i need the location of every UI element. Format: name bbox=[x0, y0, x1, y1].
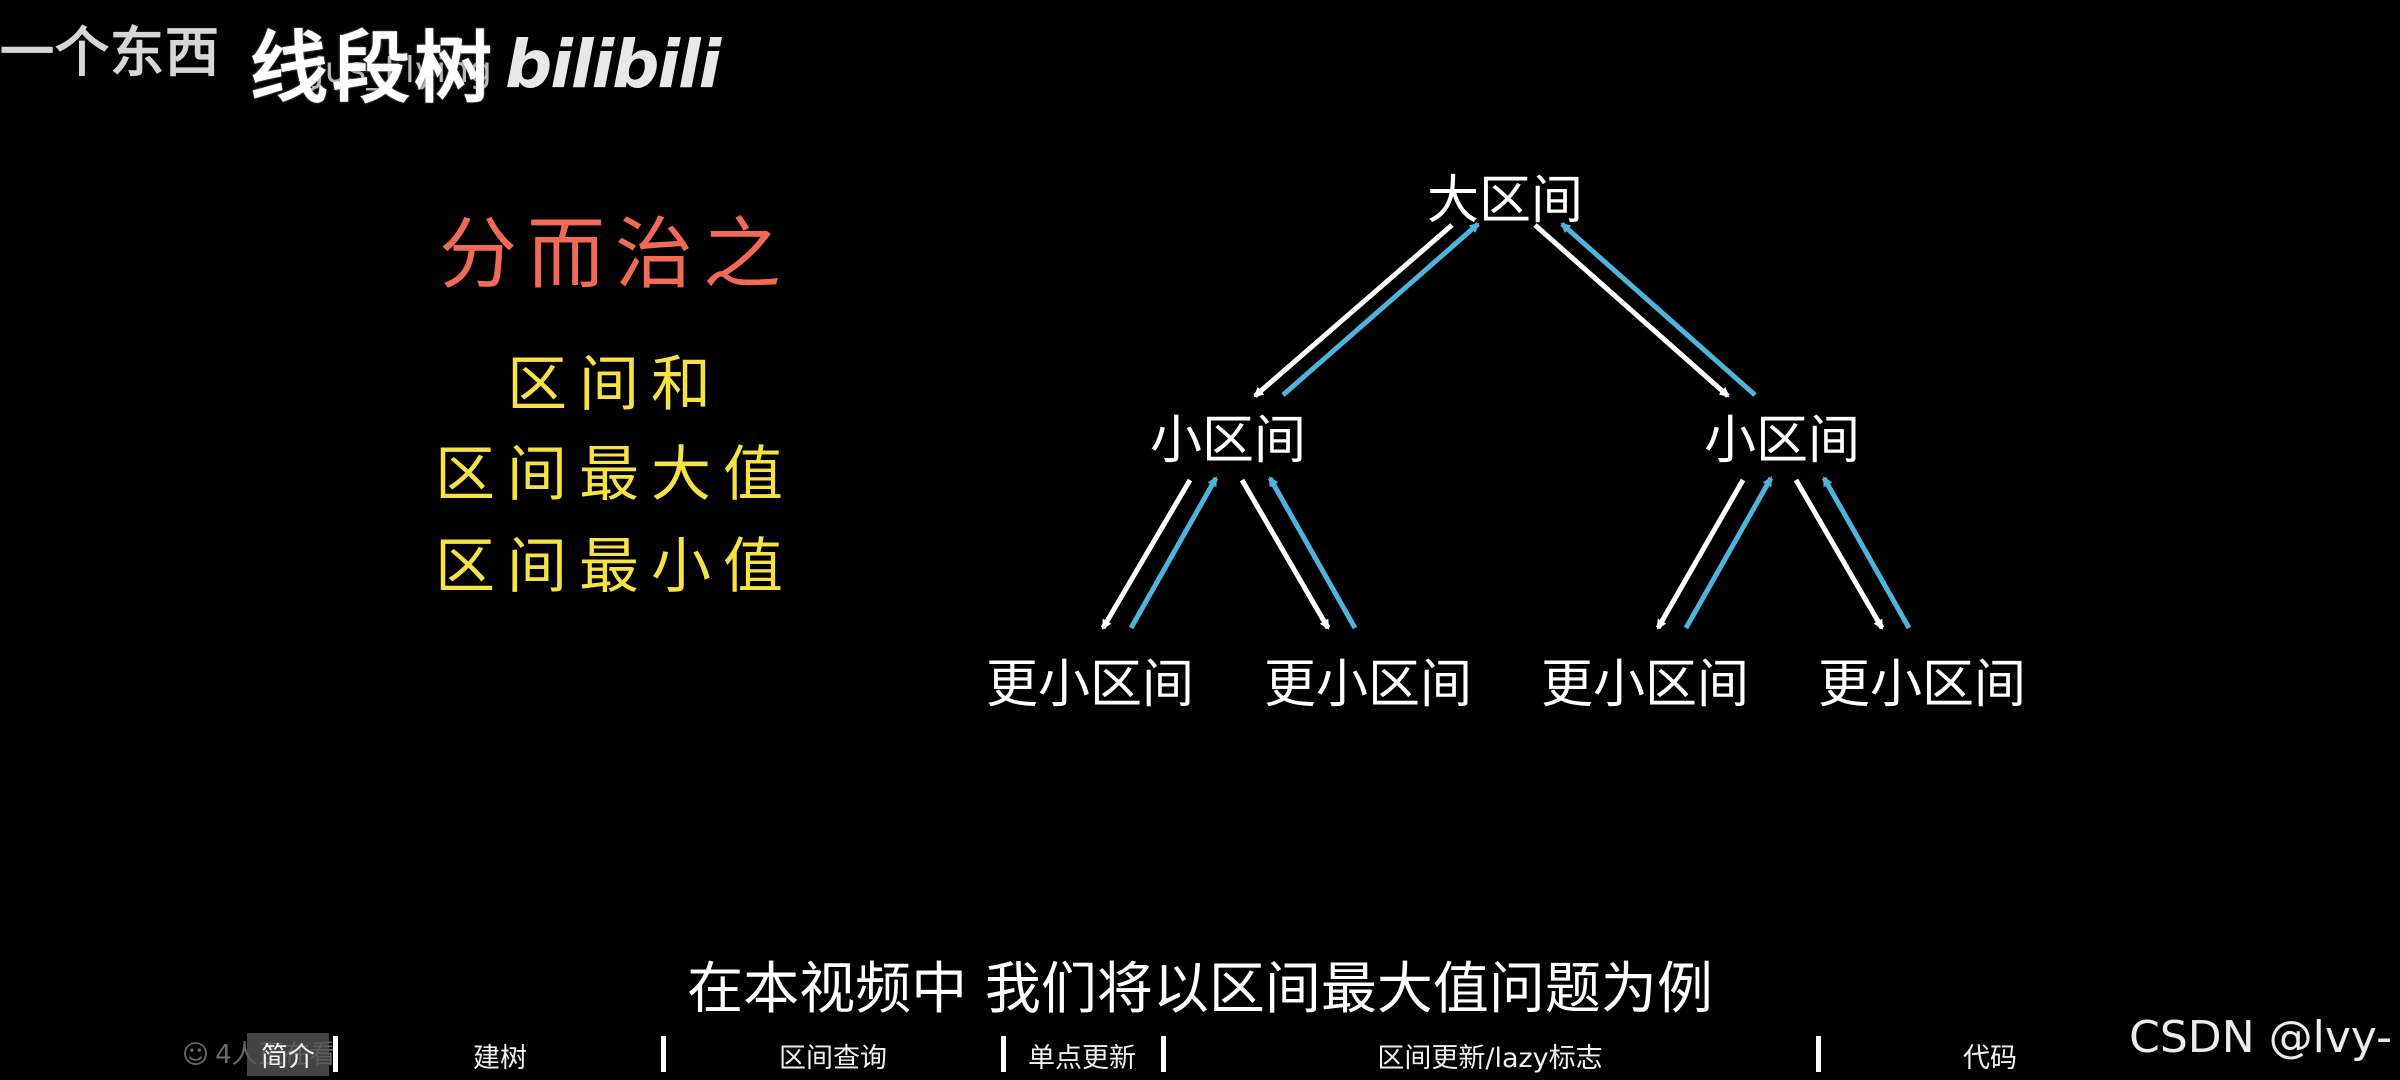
concept-heading: 分而治之 bbox=[438, 210, 791, 300]
split-arrow-down bbox=[1655, 478, 1746, 630]
concept-item-range-max: 区间最大值 bbox=[435, 440, 795, 510]
merge-arrow-up bbox=[1821, 476, 1912, 630]
bilibili-logo: bilibili bbox=[505, 26, 721, 103]
tree-leaf-3: 更小区间 bbox=[1540, 655, 1750, 715]
people-icon: ☺ bbox=[182, 1040, 210, 1070]
split-arrow-down bbox=[1253, 223, 1454, 398]
chapter-code[interactable]: 代码 bbox=[1963, 1043, 2017, 1074]
top-left-caption-fragment: 一个东西 bbox=[0, 21, 220, 84]
chapter-divider bbox=[333, 1036, 338, 1072]
tree-node-root: 大区间 bbox=[1426, 171, 1584, 231]
chapter-point-update[interactable]: 单点更新 bbox=[1028, 1043, 1136, 1074]
split-arrow-down bbox=[1793, 478, 1885, 630]
merge-arrow-up bbox=[1281, 222, 1480, 397]
tree-node-left-child: 小区间 bbox=[1149, 411, 1307, 471]
concept-item-range-sum: 区间和 bbox=[507, 350, 723, 420]
csdn-watermark: CSDN @lvy- bbox=[2129, 1012, 2392, 1063]
chapter-range-update-lazy[interactable]: 区间更新/lazy标志 bbox=[1377, 1043, 1603, 1074]
tree-leaf-4: 更小区间 bbox=[1817, 655, 2027, 715]
merge-arrow-up bbox=[1683, 476, 1774, 630]
video-title: 线段树 bbox=[250, 23, 497, 114]
chapter-intro[interactable]: 简介 bbox=[247, 1033, 329, 1076]
chapter-divider bbox=[1161, 1036, 1166, 1072]
tree-leaf-1: 更小区间 bbox=[985, 655, 1195, 715]
chapter-progress-bar[interactable] bbox=[0, 1030, 2400, 1080]
tree-node-right-child: 小区间 bbox=[1703, 411, 1861, 471]
chapter-divider bbox=[1001, 1036, 1006, 1072]
video-subtitle: 在本视频中 我们将以区间最大值问题为例 bbox=[687, 957, 1713, 1022]
chapter-range-query[interactable]: 区间查询 bbox=[779, 1043, 887, 1074]
tree-leaf-2: 更小区间 bbox=[1263, 655, 1473, 715]
split-arrow-down bbox=[1239, 478, 1331, 630]
concept-item-range-min: 区间最小值 bbox=[435, 532, 795, 602]
chapter-divider bbox=[661, 1036, 666, 1072]
merge-arrow-up bbox=[1128, 476, 1219, 630]
uploader-name: _Jus_Flying bbox=[296, 50, 492, 91]
split-arrow-down bbox=[1533, 223, 1730, 398]
chapter-divider bbox=[1816, 1036, 1821, 1072]
split-arrow-down bbox=[1100, 478, 1193, 630]
merge-arrow-up bbox=[1560, 222, 1757, 397]
chapter-build-tree[interactable]: 建树 bbox=[473, 1043, 527, 1074]
merge-arrow-up bbox=[1267, 476, 1358, 630]
